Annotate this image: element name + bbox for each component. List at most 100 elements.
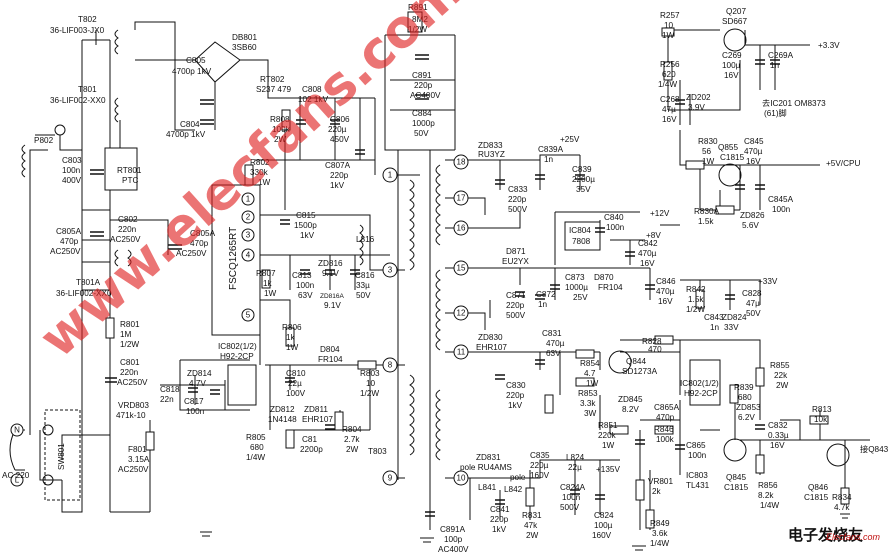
label-q845-part: C1815 (724, 483, 749, 492)
label-d871-part: EU2YX (502, 257, 529, 266)
label-c807a: C807A (325, 161, 351, 170)
label-c842-volt: 16V (640, 259, 655, 268)
label-c873-val: 1000µ (565, 283, 588, 292)
label-c839a: C839A (538, 145, 564, 154)
label-c835: C835 (530, 451, 550, 460)
label-r813: R813 (812, 405, 832, 414)
label-c846: C846 (656, 277, 676, 286)
label-r256: R256 (660, 60, 680, 69)
label-v8: +8V (646, 231, 661, 240)
r891-resistor (407, 11, 423, 33)
label-t801a: T801A (76, 278, 101, 287)
label-v33-b: +33V (758, 277, 778, 286)
logo-chinese: 电子发烧友 (788, 526, 863, 544)
label-c817-val: 100n (186, 407, 205, 416)
label-r830a-val: 1.5k (698, 217, 714, 226)
label-r257-val: 10 (664, 21, 674, 30)
ic801-pin-1: 1 (246, 195, 251, 204)
label-pole2: pole (510, 473, 526, 482)
label-l841: L841 (478, 483, 497, 492)
label-r808: R808 (270, 115, 290, 124)
label-zd816-volt: 9.1V (322, 269, 339, 278)
label-c818: C818 (160, 385, 180, 394)
label-r855-val: 22k (774, 371, 788, 380)
label-d870: D870 (594, 273, 614, 282)
label-f801-val: 3.15A (128, 455, 150, 464)
label-c805-val: 4700p 1kV (172, 67, 212, 76)
label-c839-volt: 35V (576, 185, 591, 194)
label-r849: R849 (650, 519, 670, 528)
label-c833-volt: 500V (508, 205, 528, 214)
label-c865-val: 100n (688, 451, 707, 460)
label-c806-volt: 450V (330, 135, 350, 144)
label-t801-part: 36-LIF002-XX0 (50, 96, 106, 105)
label-c810-volt: 100V (286, 389, 306, 398)
label-q207: Q207 (726, 7, 746, 16)
label-ic802b-part: H92-2CP (684, 389, 718, 398)
label-r853: R853 (578, 389, 598, 398)
label-c842-val: 470µ (638, 249, 657, 258)
label-zd824-volt: 33V (724, 323, 739, 332)
label-r846: R846 (654, 425, 674, 434)
label-c833-val: 220p (508, 195, 527, 204)
label-c804: C804 (180, 120, 200, 129)
label-r846-val: 100k (656, 435, 675, 444)
label-r805-w: 1/4W (246, 453, 265, 462)
label-zd816a: ZD816A (320, 293, 345, 300)
r806-resistor (285, 327, 295, 347)
label-c845a-val: 100n (772, 205, 791, 214)
r828-resistor (654, 335, 674, 345)
label-ic803: IC803 (686, 471, 708, 480)
label-v33: +3.3V (818, 41, 840, 50)
label-ic802-part: H92-2CP (220, 352, 254, 361)
r803-resistor (357, 360, 377, 370)
t803-pin-10: 10 (457, 474, 466, 483)
label-r256-w: 1/4W (658, 80, 677, 89)
label-c806: C806 (330, 115, 350, 124)
label-zd814: ZD814 (187, 369, 212, 378)
label-c835-val: 220µ (530, 461, 549, 470)
label-r828-val: 470 (648, 345, 662, 354)
label-c81-val: 2200p (300, 445, 323, 454)
label-c842: C842 (638, 239, 658, 248)
label-ic802: IC802(1/2) (218, 342, 257, 351)
label-c891-volt: AC400V (410, 91, 441, 100)
label-r803-val: 10 (366, 379, 376, 388)
label-r839-val: 680 (738, 393, 752, 402)
label-vrd803-val: 471k-10 (116, 411, 146, 420)
label-ic804-part: 7808 (572, 237, 591, 246)
label-zd853: ZD853 (736, 403, 761, 412)
t803-pin-12: 12 (457, 309, 466, 318)
label-c865a-val: 470p (656, 413, 675, 422)
label-zd830: ZD830 (478, 333, 503, 342)
label-c871-val: 220p (506, 301, 525, 310)
label-zd812: ZD812 (270, 405, 295, 414)
label-c833: C833 (508, 185, 528, 194)
label-c801-val: 220n (120, 368, 139, 377)
label-c805a: C805A (56, 227, 82, 236)
label-zd816a-volt: 9.1V (324, 301, 341, 310)
label-c806-val: 220µ (328, 125, 347, 134)
label-t802: T802 (78, 15, 97, 24)
t803-pin-16: 16 (457, 224, 466, 233)
label-c841: C841 (490, 505, 510, 514)
label-r830: R830 (698, 137, 718, 146)
label-v25: +25V (560, 135, 580, 144)
vr801-pot (635, 479, 645, 501)
label-c813-val: 100n (296, 281, 315, 290)
label-c815-volt: 1kV (300, 231, 315, 240)
ic801-pin-2: 2 (246, 213, 251, 222)
transformer-coils (21, 29, 441, 461)
label-r257: R257 (660, 11, 680, 20)
r808-resistor (281, 109, 291, 131)
label-ic201: 去IC201 OM8373 (762, 98, 826, 108)
label-r851: R851 (598, 421, 618, 430)
label-r808-w: 2W (274, 135, 287, 144)
label-q846: Q846 (808, 483, 828, 492)
label-c840-val: 100n (606, 223, 625, 232)
label-zd812-part: 1N4148 (268, 415, 297, 424)
rt801-ptc (104, 147, 138, 191)
label-r856-val: 8.2k (758, 491, 774, 500)
label-r807-w: 1W (264, 289, 277, 298)
label-q844: Q844 (626, 357, 646, 366)
